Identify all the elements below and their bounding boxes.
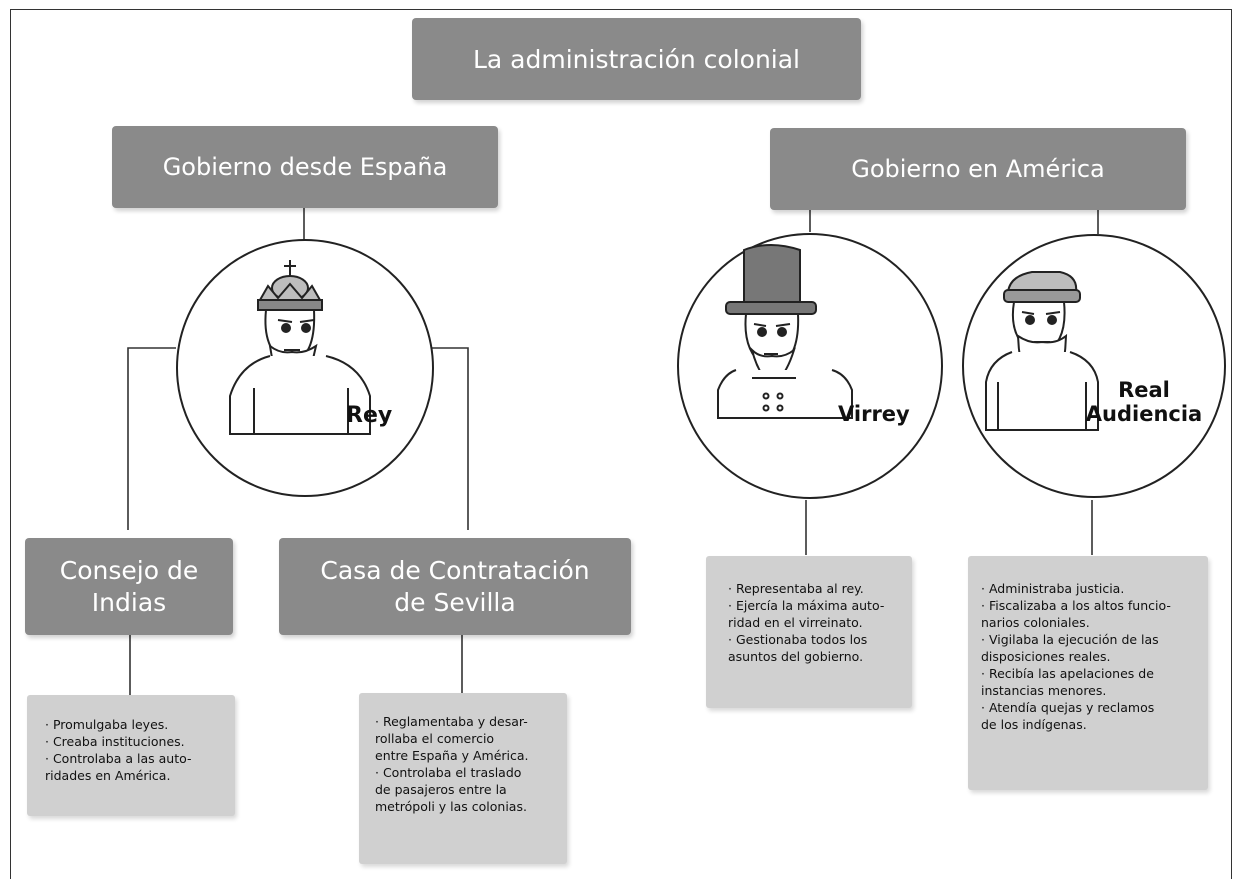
viceroy-label: Virrey — [838, 402, 910, 426]
list-item: de los indígenas. — [981, 717, 1087, 732]
list-item: · Promulgaba leyes. — [45, 717, 169, 732]
audiencia-info-box: · Administraba justicia. · Fiscalizaba a… — [968, 556, 1208, 790]
list-item: entre España y América. — [375, 748, 529, 763]
branch-america-box: Gobierno en América — [770, 128, 1186, 210]
viceroy-circle — [677, 233, 943, 499]
list-item: ridad en el virreinato. — [728, 615, 863, 630]
audiencia-label: Real Audiencia — [1082, 378, 1206, 426]
list-item: disposiciones reales. — [981, 649, 1111, 664]
list-item: narios coloniales. — [981, 615, 1090, 630]
king-label: Rey — [346, 403, 393, 428]
list-item: · Atendía quejas y reclamos — [981, 700, 1155, 715]
diagram-frame — [10, 9, 1232, 879]
consejo-info-box: · Promulgaba leyes. · Creaba institucion… — [27, 695, 235, 816]
audiencia-illustration — [985, 271, 1099, 431]
list-item: instancias menores. — [981, 683, 1107, 698]
list-item: · Administraba justicia. — [981, 581, 1125, 596]
list-item: · Vigilaba la ejecución de las — [981, 632, 1159, 647]
audiencia-label-line1: Real — [1118, 378, 1170, 402]
casa-title-line1: Casa de Contratación — [320, 555, 590, 585]
list-item: · Fiscalizaba a los altos funcio- — [981, 598, 1171, 613]
king-illustration — [229, 260, 371, 435]
casa-box: Casa de Contratación de Sevilla — [279, 538, 631, 635]
branch-spain-label: Gobierno desde España — [162, 153, 448, 181]
consejo-title-line1: Consejo de — [59, 555, 199, 585]
branch-america-label: Gobierno en América — [851, 155, 1105, 183]
king-circle — [176, 239, 434, 497]
list-item: · Creaba instituciones. — [45, 734, 185, 749]
audiencia-label-line2: Audiencia — [1085, 402, 1203, 426]
list-item: · Ejercía la máxima auto- — [728, 598, 885, 613]
branch-spain-box: Gobierno desde España — [112, 126, 498, 208]
diagram-title-text: La administración colonial — [472, 44, 800, 74]
list-item: metrópoli y las colonias. — [375, 799, 527, 814]
list-item: · Controlaba a las auto- — [45, 751, 192, 766]
diagram-title: La administración colonial — [412, 18, 861, 100]
casa-title-line2: de Sevilla — [394, 587, 516, 617]
casa-info-box: · Reglamentaba y desar- rollaba el comer… — [359, 693, 567, 864]
list-item: · Representaba al rey. — [728, 581, 864, 596]
virrey-info-box: · Representaba al rey. · Ejercía la máxi… — [706, 556, 912, 708]
list-item: · Controlaba el traslado — [375, 765, 522, 780]
list-item: de pasajeros entre la — [375, 782, 507, 797]
viceroy-illustration — [717, 244, 853, 419]
consejo-box: Consejo de Indias — [25, 538, 233, 635]
list-item: rollaba el comercio — [375, 731, 495, 746]
audiencia-circle — [962, 234, 1226, 498]
list-item: ridades en América. — [45, 768, 171, 783]
list-item: · Gestionaba todos los — [728, 632, 868, 647]
consejo-title-line2: Indias — [91, 587, 167, 617]
list-item: · Recibía las apelaciones de — [981, 666, 1154, 681]
list-item: asuntos del gobierno. — [728, 649, 864, 664]
list-item: · Reglamentaba y desar- — [375, 714, 528, 729]
